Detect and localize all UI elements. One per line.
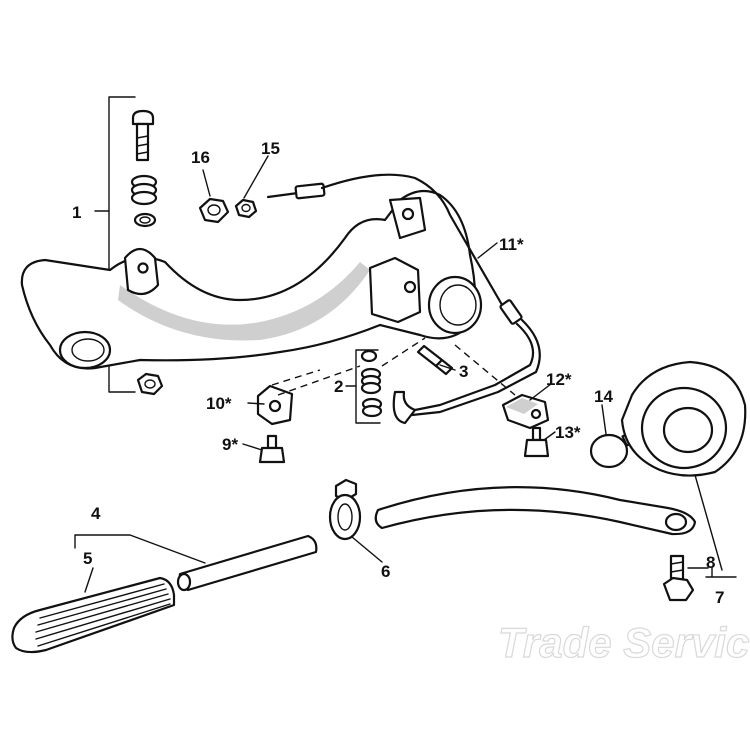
- arm-bar: [374, 486, 697, 536]
- callout-5: 5: [83, 549, 92, 568]
- part-12-clamp: [501, 393, 550, 430]
- part-9-screw: [258, 434, 286, 464]
- callout-11: 11*: [499, 235, 524, 254]
- callout-4: 4: [91, 504, 101, 523]
- part-4-tube: [74, 534, 318, 592]
- callout-9: 9*: [222, 435, 238, 454]
- part-1-frame: [20, 96, 483, 396]
- part-2-spring-assembly: [355, 349, 383, 424]
- callout-13: 13*: [555, 423, 581, 442]
- callout-8: 8: [706, 553, 715, 572]
- callout-15: 15: [261, 139, 280, 158]
- part-6-eye-bolt: [328, 478, 362, 541]
- part-10-bracket: [256, 369, 321, 426]
- assembly-lines: [277, 337, 516, 396]
- callout-2: 2: [334, 377, 343, 396]
- callout-10: 10*: [206, 394, 232, 413]
- callout-12: 12*: [546, 370, 572, 389]
- part-7-wheel: [620, 360, 747, 571]
- callout-16: 16: [191, 148, 210, 167]
- callout-14: 14: [594, 387, 613, 406]
- part-11-cable: [266, 173, 541, 425]
- leader-lines: [84, 155, 709, 593]
- part-15-nut: [234, 198, 258, 219]
- callout-3: 3: [459, 362, 468, 381]
- callout-1: 1: [72, 203, 81, 222]
- watermark: Trade Service: [498, 619, 750, 666]
- callout-6: 6: [381, 562, 390, 581]
- part-13-screw: [523, 426, 550, 458]
- callout-labels: 1 2 3 4 5 6 7 8 9* 10* 11* 12* 13* 14 15…: [72, 139, 724, 607]
- part-16-nut: [198, 197, 230, 224]
- part-8-bolt: [662, 554, 737, 602]
- part-5-grip: [11, 576, 176, 654]
- callout-7: 7: [715, 588, 724, 607]
- part-3-pin: [416, 344, 454, 376]
